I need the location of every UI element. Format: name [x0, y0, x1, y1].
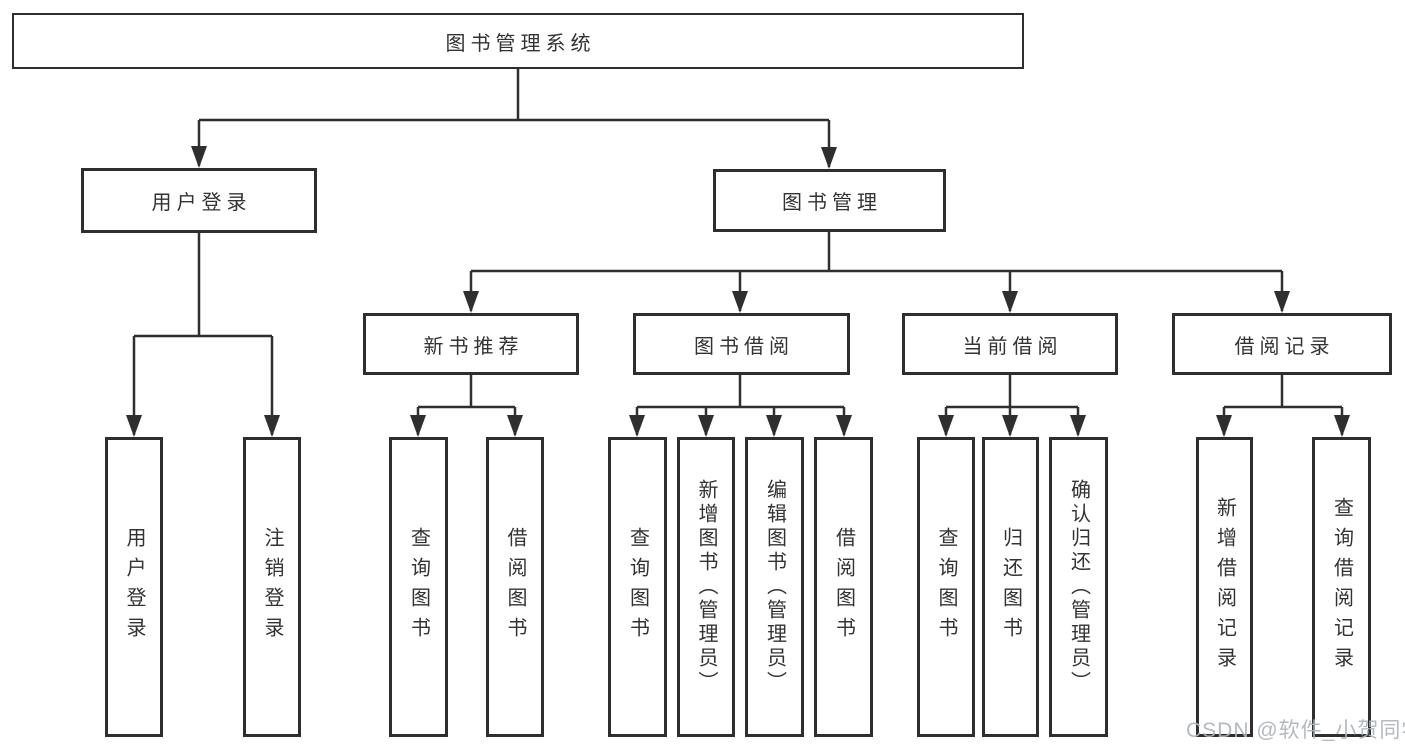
- node-current-borrow: 当前借阅: [902, 313, 1118, 375]
- node-bb-query-books-label: 查询图书: [626, 527, 649, 647]
- node-bb-add-books: 新增图书（管理员）: [677, 437, 735, 737]
- arrowheads: [126, 146, 1350, 437]
- node-nbr-borrow-books-label: 借阅图书: [504, 527, 526, 647]
- node-book-mgmt-label: 图书管理: [782, 192, 882, 214]
- node-bb-query-books: 查询图书: [608, 437, 667, 737]
- node-br-query-record: 查询借阅记录: [1312, 437, 1371, 737]
- node-cb-confirm-return: 确认归还（管理员）: [1049, 437, 1108, 737]
- node-book-borrow: 图书借阅: [633, 313, 850, 375]
- node-current-borrow-label: 当前借阅: [962, 335, 1063, 358]
- node-cb-query-books-label: 查询图书: [935, 527, 957, 647]
- node-root: 图书管理系统: [12, 13, 1024, 69]
- node-br-add-record: 新增借阅记录: [1196, 437, 1253, 737]
- node-cb-return-books-label: 归还图书: [999, 527, 1022, 647]
- node-user-login-leaf: 用户登录: [105, 437, 163, 737]
- node-bb-borrow-books: 借阅图书: [814, 437, 873, 737]
- node-cb-confirm-return-label: 确认归还（管理员）: [1067, 479, 1090, 695]
- node-book-borrow-label: 图书借阅: [694, 335, 794, 358]
- node-new-book-rec: 新书推荐: [363, 313, 579, 375]
- node-book-mgmt: 图书管理: [713, 169, 946, 232]
- csdn-watermark: CSDN @软件_小贺同学: [1186, 719, 1405, 742]
- node-br-query-record-label: 查询借阅记录: [1330, 497, 1353, 677]
- node-logout-leaf-label: 注销登录: [261, 527, 283, 647]
- node-user-login-leaf-label: 用户登录: [123, 527, 145, 647]
- node-bb-edit-books-label: 编辑图书（管理员）: [763, 479, 786, 695]
- node-new-book-rec-label: 新书推荐: [423, 335, 524, 358]
- node-nbr-query-books: 查询图书: [389, 437, 448, 737]
- node-bb-edit-books: 编辑图书（管理员）: [745, 437, 804, 737]
- node-nbr-query-books-label: 查询图书: [407, 527, 430, 647]
- node-logout-leaf: 注销登录: [243, 437, 301, 737]
- node-user-login-label: 用户登录: [151, 192, 252, 214]
- node-borrow-records-label: 借阅记录: [1234, 335, 1335, 358]
- node-nbr-borrow-books: 借阅图书: [486, 437, 544, 737]
- node-bb-borrow-books-label: 借阅图书: [832, 527, 855, 647]
- node-bb-add-books-label: 新增图书（管理员）: [695, 479, 717, 695]
- node-user-login: 用户登录: [81, 168, 317, 233]
- node-cb-query-books: 查询图书: [917, 437, 975, 737]
- node-borrow-records: 借阅记录: [1172, 313, 1392, 375]
- node-br-add-record-label: 新增借阅记录: [1213, 497, 1236, 677]
- node-root-label: 图书管理系统: [445, 32, 596, 55]
- node-cb-return-books: 归还图书: [982, 437, 1039, 737]
